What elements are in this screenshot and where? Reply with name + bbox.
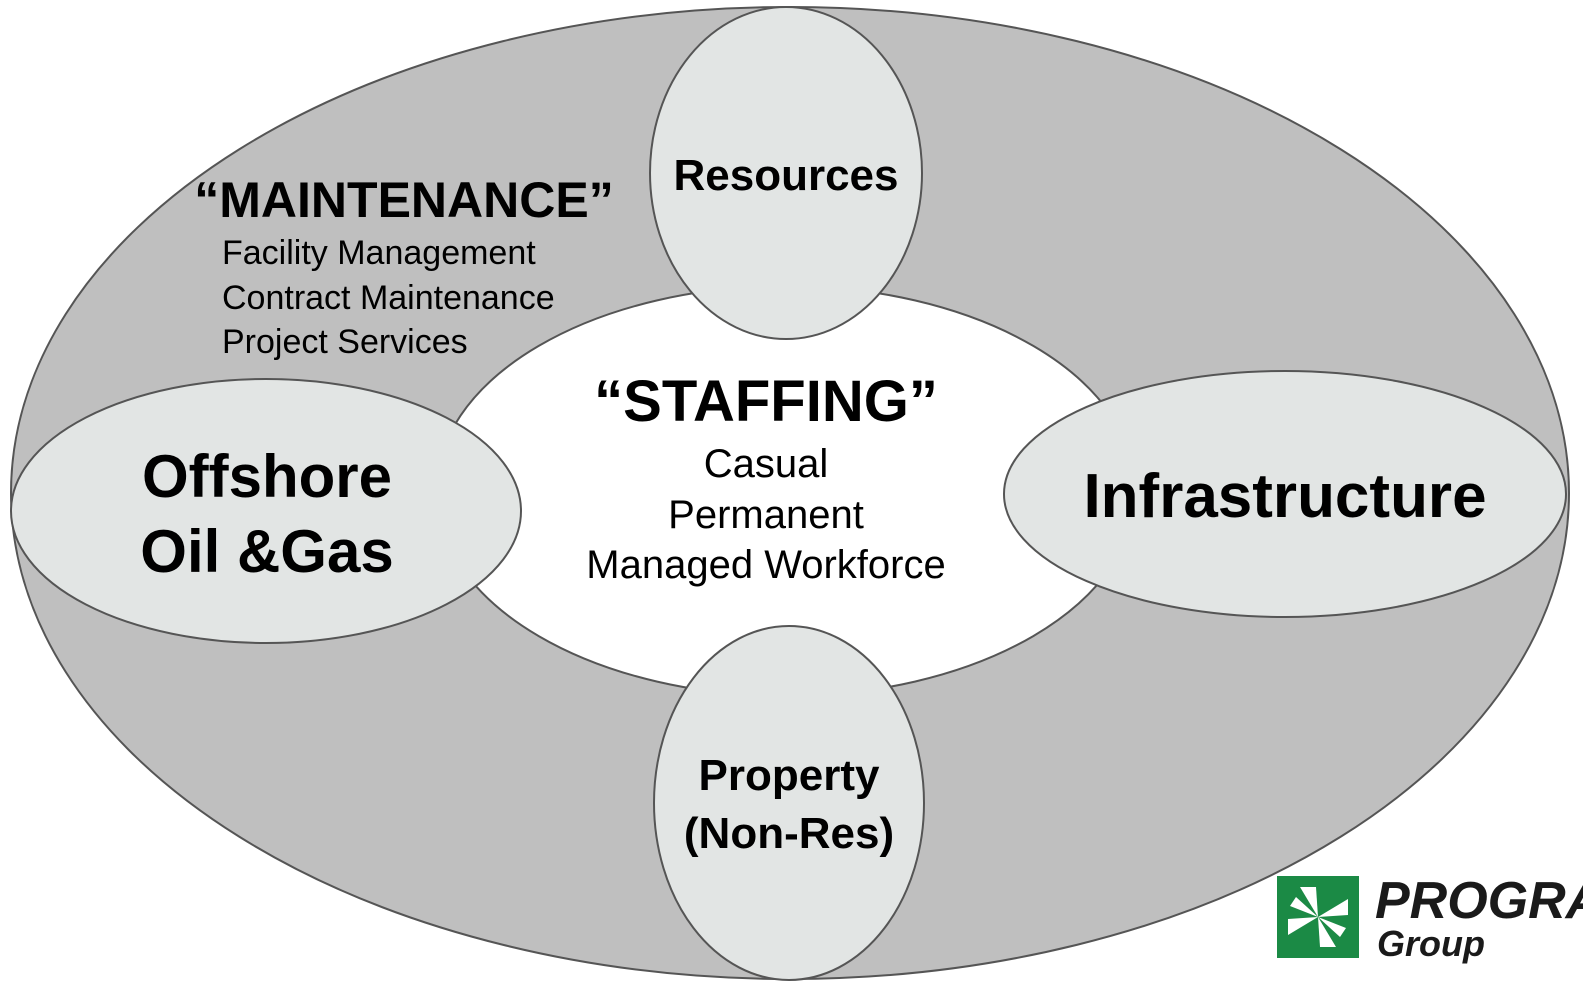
- logo-sub: Group: [1377, 923, 1485, 964]
- resources-label: Resources: [673, 151, 898, 200]
- property-ellipse: [653, 625, 925, 981]
- company-logo: PROGRA Group: [1277, 872, 1583, 964]
- maintenance-item-project: Project Services: [222, 323, 468, 361]
- infrastructure-ellipse: [1003, 370, 1567, 618]
- staffing-item-permanent: Permanent: [668, 493, 864, 537]
- offshore-label-line1: Offshore: [142, 443, 392, 510]
- staffing-item-casual: Casual: [704, 442, 829, 486]
- property-label-line1: Property: [699, 751, 880, 800]
- infrastructure-label: Infrastructure: [1083, 462, 1486, 531]
- logo-pinwheel-icon: [1288, 887, 1348, 947]
- staffing-item-managed-workforce: Managed Workforce: [586, 543, 945, 587]
- staffing-title: “STAFFING”: [594, 369, 938, 434]
- maintenance-item-facility: Facility Management: [222, 234, 536, 272]
- property-label-line2: (Non-Res): [684, 809, 894, 858]
- logo-name: PROGRA: [1375, 872, 1583, 930]
- maintenance-item-contract: Contract Maintenance: [222, 279, 555, 317]
- maintenance-title: “MAINTENANCE”: [194, 172, 613, 228]
- offshore-label-line2: Oil &Gas: [140, 518, 393, 585]
- offshore-ellipse: [10, 378, 522, 644]
- resources-ellipse: [649, 6, 923, 340]
